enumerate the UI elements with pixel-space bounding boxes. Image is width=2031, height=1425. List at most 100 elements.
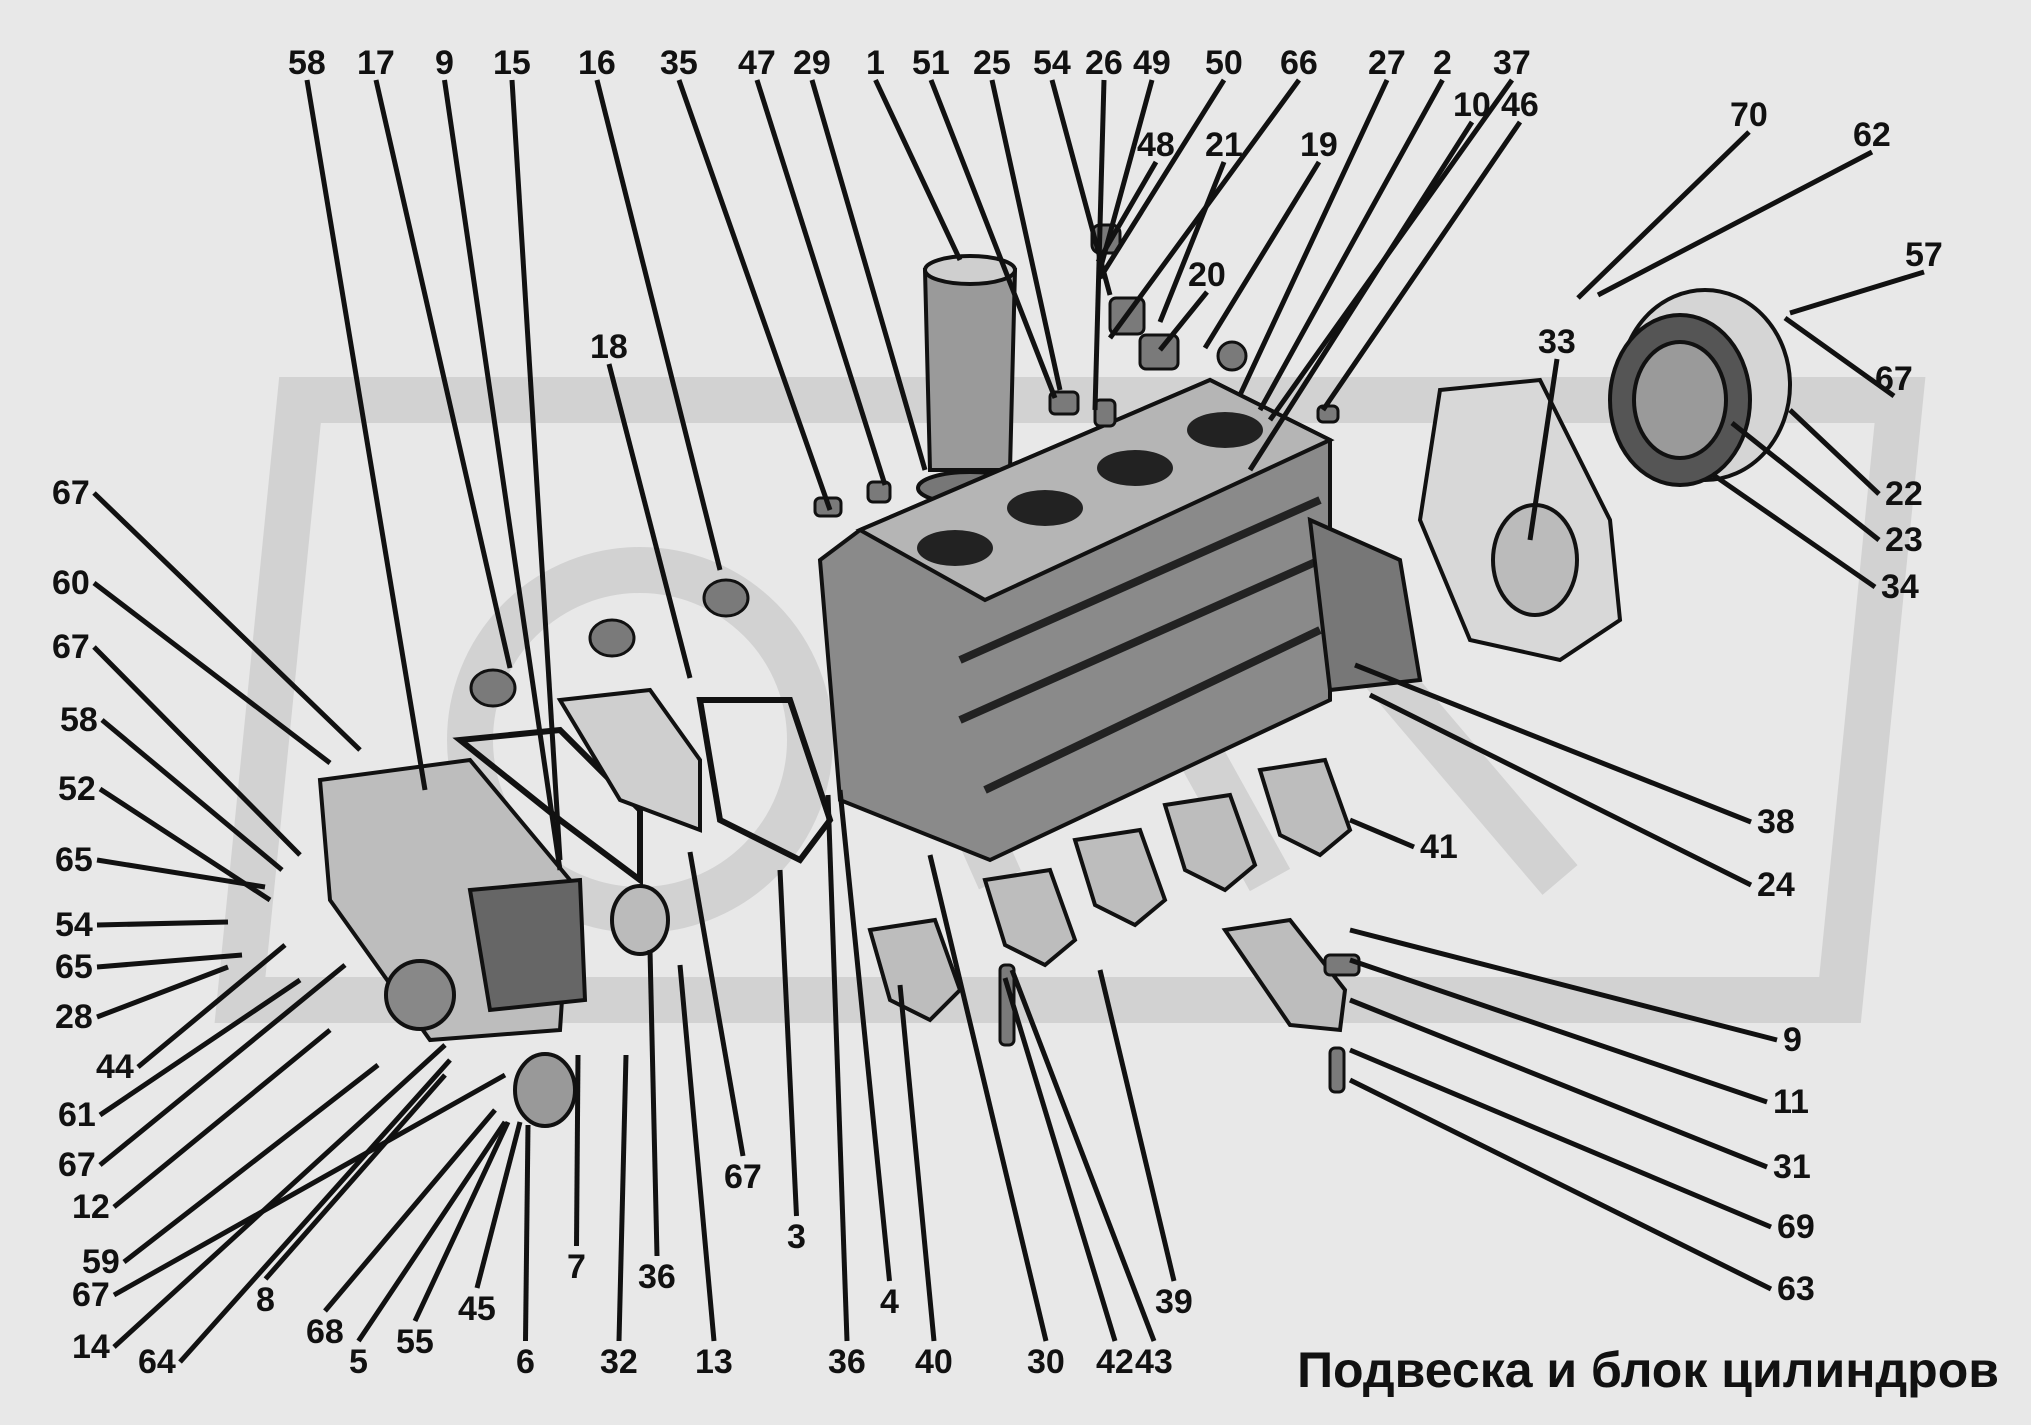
callout-top-58: 58 <box>288 44 326 82</box>
callout-top-19: 19 <box>1300 126 1338 164</box>
callout-bottom-36: 36 <box>638 1258 676 1296</box>
callout-right-34: 34 <box>1881 568 1919 606</box>
callout-right-69: 69 <box>1777 1208 1815 1246</box>
callout-left-14: 14 <box>72 1328 110 1366</box>
leader-line-67 <box>98 963 347 1167</box>
callout-left-67: 67 <box>52 628 90 666</box>
leader-line-65 <box>96 952 243 970</box>
leader-line-59 <box>122 1063 380 1264</box>
callout-right-23: 23 <box>1885 521 1923 559</box>
diagram-caption: Подвеска и блок цилиндров <box>1297 1342 1999 1398</box>
leader-line-6 <box>523 1124 531 1342</box>
callout-bottom-7: 7 <box>567 1248 586 1286</box>
leader-line-9 <box>1349 927 1778 1043</box>
leader-line-48 <box>1095 160 1159 264</box>
leader-line-35 <box>676 79 833 511</box>
leader-line-67 <box>92 645 302 857</box>
callout-top-29: 29 <box>793 44 831 82</box>
leader-line-58 <box>304 79 428 791</box>
leader-lines <box>92 78 1925 1364</box>
leader-line-17 <box>373 79 513 669</box>
callout-bottom-67: 67 <box>724 1158 762 1196</box>
leader-line-67 <box>112 1072 507 1298</box>
leader-line-10 <box>1247 120 1475 472</box>
callout-left-58: 58 <box>60 701 98 739</box>
leader-line-14 <box>112 1043 447 1349</box>
leader-line-47 <box>754 79 888 486</box>
leader-line-21 <box>1157 161 1227 323</box>
leader-line-24 <box>1368 692 1753 888</box>
callout-bottom-4: 4 <box>880 1283 899 1321</box>
leader-line-25 <box>989 79 1063 391</box>
leader-line-63 <box>1348 1077 1773 1292</box>
callout-bottom-30: 30 <box>1027 1343 1065 1381</box>
leader-line-7 <box>574 1054 581 1247</box>
leader-line-3 <box>777 869 799 1217</box>
callout-bottom-42: 42 <box>1096 1343 1134 1381</box>
leader-line-67 <box>1783 315 1896 399</box>
leader-line-38 <box>1354 662 1752 825</box>
leader-line-57 <box>1789 269 1925 316</box>
callout-top-49: 49 <box>1133 44 1171 82</box>
callout-bottom-13: 13 <box>695 1343 733 1381</box>
leader-line-2 <box>1257 78 1445 412</box>
leader-line-13 <box>677 964 717 1342</box>
callout-top-17: 17 <box>357 44 395 82</box>
leader-line-16 <box>594 79 723 571</box>
callout-bottom-45: 45 <box>458 1290 496 1328</box>
callout-top-35: 35 <box>660 44 698 82</box>
flywheel-housing <box>1417 377 1623 663</box>
callout-bottom-6: 6 <box>516 1343 535 1381</box>
callout-right-9: 9 <box>1783 1021 1802 1059</box>
leader-line-30 <box>927 854 1049 1342</box>
leader-line-50 <box>1097 78 1227 280</box>
callout-top-46: 46 <box>1501 86 1539 124</box>
callout-left-67: 67 <box>52 474 90 512</box>
leader-line-20 <box>1158 290 1209 352</box>
leader-line-41 <box>1349 817 1415 850</box>
callout-bottom-5: 5 <box>349 1343 368 1381</box>
callout-top-51: 51 <box>912 44 950 82</box>
leader-line-27 <box>1237 78 1390 397</box>
callout-top-70: 70 <box>1730 96 1768 134</box>
main-bearing-caps <box>867 757 1353 1033</box>
callout-top-57: 57 <box>1905 236 1943 274</box>
callout-top-26: 26 <box>1085 44 1123 82</box>
leader-line-69 <box>1349 1047 1772 1230</box>
callout-top-16: 16 <box>578 44 616 82</box>
callout-top-20: 20 <box>1188 256 1226 294</box>
leader-line-15 <box>509 79 563 861</box>
callout-top-1: 1 <box>866 44 885 82</box>
callout-top-37: 37 <box>1493 44 1531 82</box>
leader-line-62 <box>1596 149 1874 298</box>
leader-line-23 <box>1730 421 1881 542</box>
callout-bottom-36: 36 <box>828 1343 866 1381</box>
leader-line-31 <box>1349 997 1768 1170</box>
leader-line-43 <box>1009 969 1157 1342</box>
front-cover-assembly <box>317 687 834 1128</box>
leader-line-18 <box>606 363 693 679</box>
callout-right-11: 11 <box>1773 1083 1809 1121</box>
leader-line-19 <box>1202 160 1322 350</box>
callout-left-65: 65 <box>55 948 93 986</box>
leader-line-12 <box>112 1028 332 1209</box>
callout-left-28: 28 <box>55 998 93 1036</box>
leader-line-5 <box>356 1120 508 1343</box>
leader-line-33 <box>1527 358 1560 541</box>
leader-line-9 <box>442 79 563 871</box>
callout-right-22: 22 <box>1885 475 1923 513</box>
callout-top-50: 50 <box>1205 44 1243 82</box>
callout-top-10: 10 <box>1453 86 1491 124</box>
callout-left-44: 44 <box>96 1048 134 1086</box>
leader-line-51 <box>928 79 1058 399</box>
leader-line-34 <box>1710 471 1877 590</box>
callout-bottom-40: 40 <box>915 1343 953 1381</box>
callout-bottom-8: 8 <box>256 1281 275 1319</box>
callout-top-15: 15 <box>493 44 531 82</box>
callout-left-64: 64 <box>138 1343 176 1381</box>
leader-line-46 <box>1320 120 1523 412</box>
callout-bottom-3: 3 <box>787 1218 806 1256</box>
leader-line-65 <box>96 857 266 890</box>
